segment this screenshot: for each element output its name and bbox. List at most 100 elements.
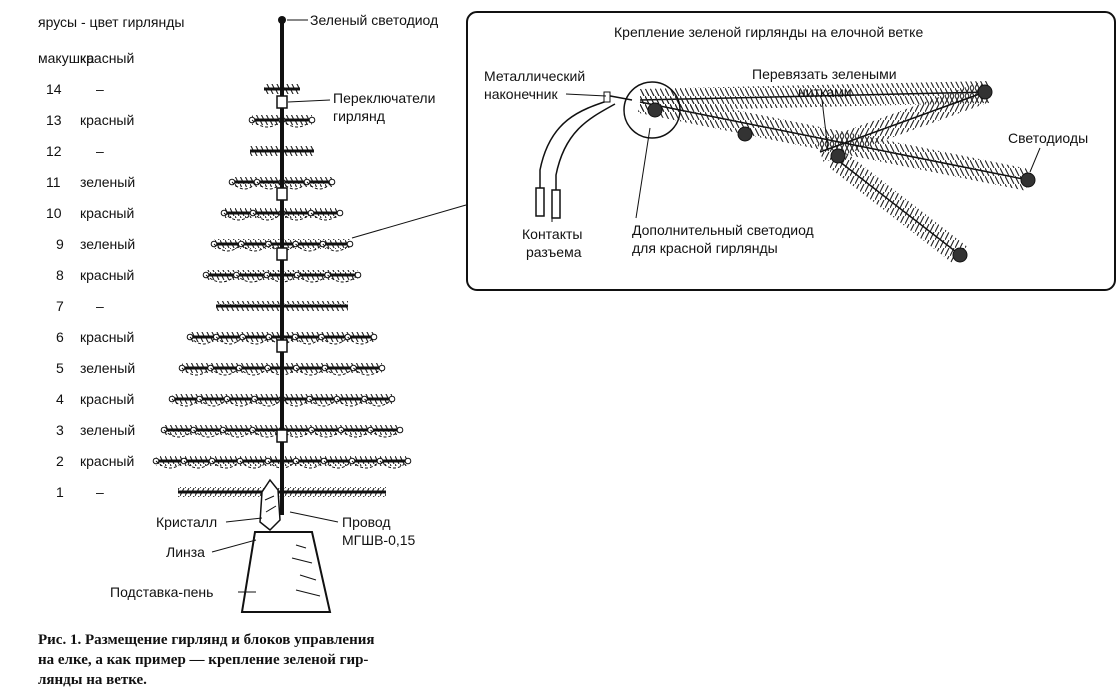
tier-number: 2: [56, 453, 64, 469]
garland-led: [336, 209, 344, 217]
tip-label-2: наконечник: [484, 86, 558, 102]
garland-wire: [210, 367, 240, 376]
tier-color: красный: [80, 329, 135, 345]
tier-color: –: [96, 484, 104, 500]
garland-wire: [240, 243, 269, 252]
tier-number: 13: [46, 112, 62, 128]
tier-color: –: [96, 143, 104, 159]
tier-number: 14: [46, 81, 62, 97]
tier-number: 12: [46, 143, 62, 159]
extra-led-label-1: Дополнительный светодиод: [632, 222, 814, 238]
tier-color: зеленый: [80, 236, 136, 252]
stand-label: Подставка-пень: [110, 584, 214, 600]
tier-number: 3: [56, 422, 64, 438]
inset-frame: [466, 11, 1116, 291]
stand-stump: [240, 531, 332, 613]
garland-led: [370, 333, 378, 341]
contacts-label-1: Контакты: [522, 226, 583, 242]
extra-led-label-2: для красной гирлянды: [632, 240, 778, 256]
garland-led: [388, 395, 396, 403]
tier-color: красный: [80, 267, 135, 283]
tier-color: красный: [80, 391, 135, 407]
garland-wire: [199, 398, 228, 407]
wire-label-1: Провод: [342, 514, 391, 530]
inset-branch: [535, 81, 1036, 264]
garland-wire: [351, 460, 381, 469]
garland-wire: [281, 212, 312, 221]
tier-number: 11: [46, 174, 61, 190]
tie-label-1: Перевязать зелеными: [752, 66, 897, 82]
tier-number: 9: [56, 236, 64, 252]
tier-number: макушка: [38, 50, 95, 66]
tier-color: красный: [80, 112, 135, 128]
garland-wire: [171, 398, 200, 407]
garland-wire: [238, 367, 269, 376]
garland-led: [328, 178, 336, 186]
garland-wire: [181, 367, 211, 376]
garland-wire: [155, 460, 185, 469]
garland-wire: [336, 398, 365, 407]
top-led-label: Зеленый светодиод: [310, 12, 439, 28]
garland-led: [404, 457, 412, 465]
inset-title: Крепление зеленой гирлянды на елочной ве…: [614, 24, 924, 40]
garland-wire: [310, 212, 341, 221]
garland-wire: [295, 243, 324, 252]
inset-leaders: [551, 93, 1041, 222]
tier-number: 7: [56, 298, 64, 314]
crystal: [259, 478, 281, 532]
garland-led: [346, 240, 354, 248]
tier-color: красный: [80, 50, 135, 66]
tier-number: 6: [56, 329, 64, 345]
tier-color: зеленый: [80, 422, 136, 438]
tier-color: зеленый: [80, 360, 136, 376]
garland-wire: [323, 460, 353, 469]
switches-label-2: гирлянд: [333, 108, 385, 124]
garland-led: [396, 426, 404, 434]
garland-led: [354, 271, 362, 279]
tree-leaders: [211, 19, 467, 593]
garland-wire: [309, 398, 338, 407]
tier-number: 8: [56, 267, 64, 283]
tier-number: 10: [46, 205, 62, 221]
switch-blocks: [276, 95, 288, 443]
figure-caption: Рис. 1. Размещение гирлянд и блоков упра…: [38, 630, 458, 690]
garland-wire: [322, 243, 351, 252]
garland-wire: [183, 460, 213, 469]
caption-line-3: лянды на ветке.: [38, 672, 147, 688]
garland-wire: [295, 460, 325, 469]
garland-led: [378, 364, 386, 372]
garland-wire: [213, 243, 242, 252]
tip-label-1: Металлический: [484, 68, 586, 84]
tie-label-2: нитками: [798, 84, 852, 100]
garland-wire: [223, 212, 254, 221]
garland-wire: [364, 398, 393, 407]
wire-label-2: МГШВ-0,15: [342, 532, 416, 548]
switches-label-1: Переключатели: [333, 90, 436, 106]
leds-label: Светодиоды: [1008, 130, 1089, 146]
crystal-label: Кристалл: [156, 514, 218, 530]
garland-wire: [239, 460, 269, 469]
tier-number: 5: [56, 360, 64, 376]
tier-color: зеленый: [80, 174, 136, 190]
tier-color: красный: [80, 453, 135, 469]
garland-led: [308, 116, 316, 124]
tier-number: 1: [56, 484, 64, 500]
garland-wire: [379, 460, 409, 469]
tier-number: 4: [56, 391, 64, 407]
garland-wire: [353, 367, 383, 376]
garland-wire: [295, 367, 326, 376]
garland-wire: [281, 398, 310, 407]
tier-color: –: [96, 298, 104, 314]
lens-label: Линза: [166, 544, 205, 560]
garland-wire: [252, 212, 283, 221]
garland-wire: [211, 460, 241, 469]
contacts-label-2: разъема: [526, 244, 582, 260]
top-led: [278, 16, 286, 24]
garland-wire: [226, 398, 255, 407]
caption-line-1: Рис. 1. Размещение гирлянд и блоков упра…: [38, 632, 375, 648]
garland-wire: [324, 367, 354, 376]
tier-color: –: [96, 81, 104, 97]
legend-header: ярусы - цвет гирлянды: [38, 14, 185, 30]
garland-wire: [254, 398, 283, 407]
